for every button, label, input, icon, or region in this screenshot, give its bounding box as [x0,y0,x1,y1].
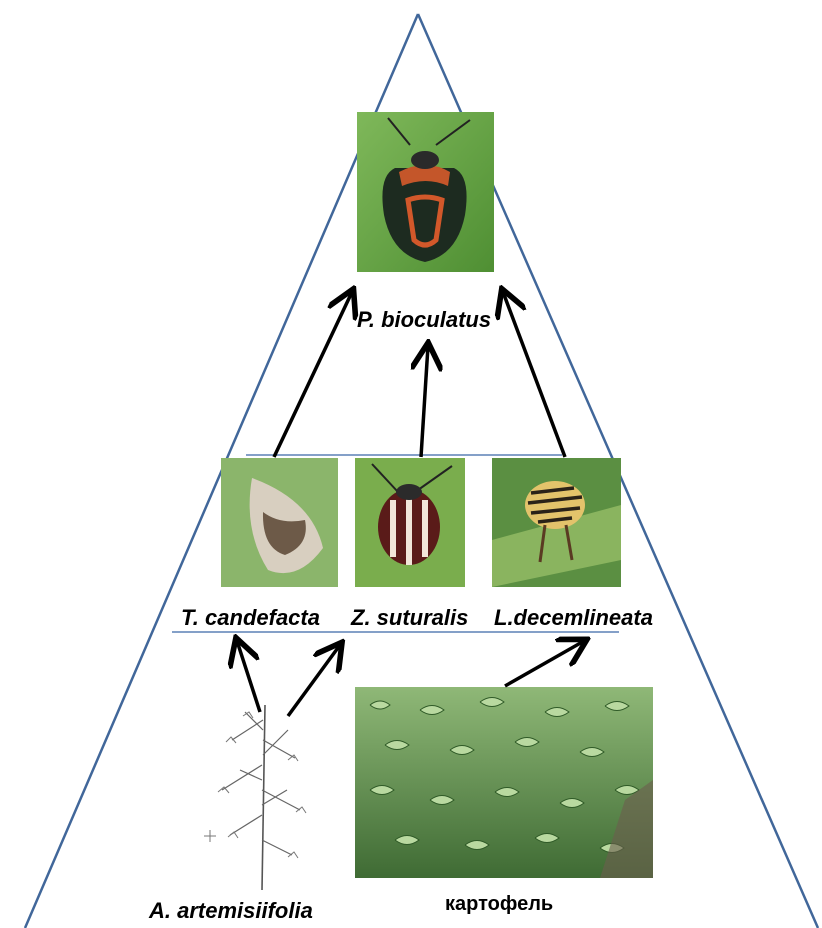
ragweed-drawing [204,705,306,890]
label-a-artemisiifolia: A. artemisiifolia [149,898,313,924]
arrow-potato-to-ld [505,641,584,686]
arrow-tc-to-pb [274,292,352,457]
arrow-zs-to-pb [421,346,428,457]
label-potato: картофель [445,893,553,916]
label-t-candefacta: T. candefacta [181,605,320,631]
colorado-beetle-photo [492,458,621,587]
label-p-bioculatus: P. bioculatus [357,307,491,333]
potato-field-photo [355,687,653,878]
arrow-ld-to-pb [503,292,565,457]
arrow-aa-to-zs [288,645,340,716]
label-z-suturalis: Z. suturalis [351,605,468,631]
stink-bug-photo [357,112,494,272]
label-l-decemlineata: L.decemlineata [494,605,653,631]
arrow-aa-to-tc [237,641,260,712]
striped-beetle-photo [355,458,465,587]
moth-photo [221,458,338,587]
